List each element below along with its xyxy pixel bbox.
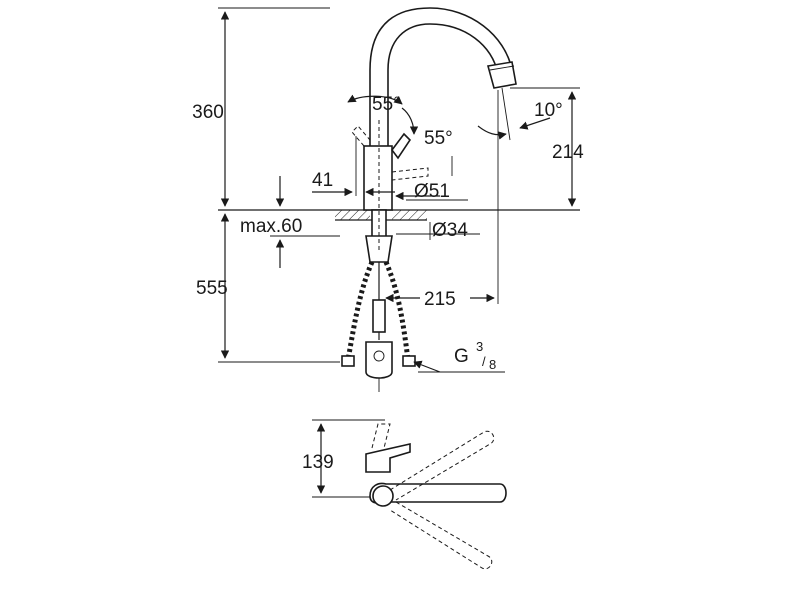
spout-head-ring: [489, 65, 515, 71]
label-555: 555: [196, 278, 228, 299]
label-10: 10°: [534, 100, 563, 121]
hose-connector: [372, 299, 386, 333]
label-thread-g: G: [454, 346, 469, 367]
angle-10-arc-right: [519, 117, 551, 130]
angle-10-arc-left: [477, 125, 507, 140]
spout-angle-ref: [501, 87, 511, 141]
lever-alt-front: [391, 167, 429, 181]
label-55a: 55°: [372, 94, 401, 115]
top-base: [372, 485, 394, 507]
angle-55a-arc: [347, 94, 403, 105]
label-55b: 55°: [424, 128, 453, 149]
faucet-body: [363, 145, 393, 211]
top-swing-up: [389, 430, 495, 501]
spout-head: [486, 61, 517, 89]
label-thread-num: 3: [476, 339, 483, 354]
label-139: 139: [302, 452, 334, 473]
thread-arrow: [413, 360, 441, 373]
label-41: 41: [312, 170, 333, 191]
side-view: 360 555 55° 55° 10° 214 41 Ø51 max.6: [192, 7, 584, 392]
countertop-hatch-right: [392, 210, 427, 220]
label-51: Ø51: [414, 181, 450, 202]
label-thread-slash: /: [482, 354, 486, 369]
top-swing-down: [389, 501, 493, 570]
lever: [391, 132, 412, 160]
weight: [365, 341, 393, 379]
label-max60: max.60: [240, 216, 302, 237]
hose-left-end: [341, 355, 355, 367]
countertop-hatch-left: [335, 210, 370, 220]
weight-dot: [373, 350, 385, 362]
label-214: 214: [552, 142, 584, 163]
lever-alt-left: [351, 125, 371, 147]
label-215: 215: [424, 289, 456, 310]
label-thread-den: 8: [489, 357, 496, 372]
hose-right-end: [402, 355, 416, 367]
top-lever: [365, 442, 411, 473]
top-view: 139: [302, 419, 507, 570]
angle-55b-arc: [401, 107, 419, 135]
label-360: 360: [192, 102, 224, 123]
top-lever-alt: [371, 423, 391, 449]
label-34: Ø34: [432, 220, 468, 241]
